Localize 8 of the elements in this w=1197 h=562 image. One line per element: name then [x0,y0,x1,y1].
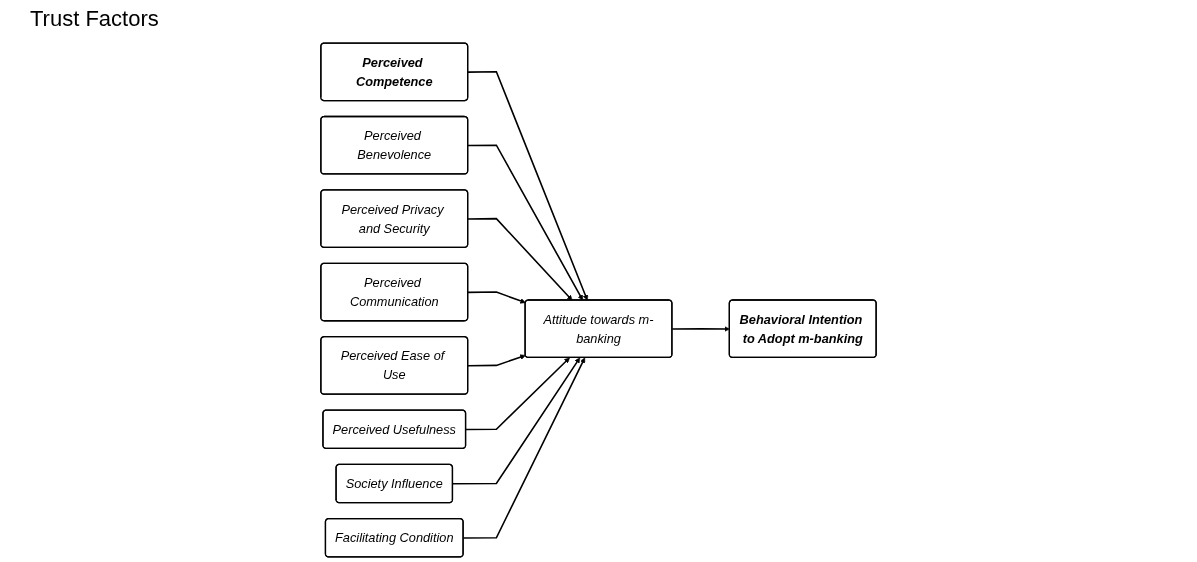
diagram-title: Trust Factors [29,5,160,33]
arrow [467,291,526,304]
arrow [465,357,570,431]
arrow [467,217,573,301]
arrow [467,144,584,301]
arrow [467,71,589,301]
arrow [671,326,730,332]
arrow [467,354,526,367]
